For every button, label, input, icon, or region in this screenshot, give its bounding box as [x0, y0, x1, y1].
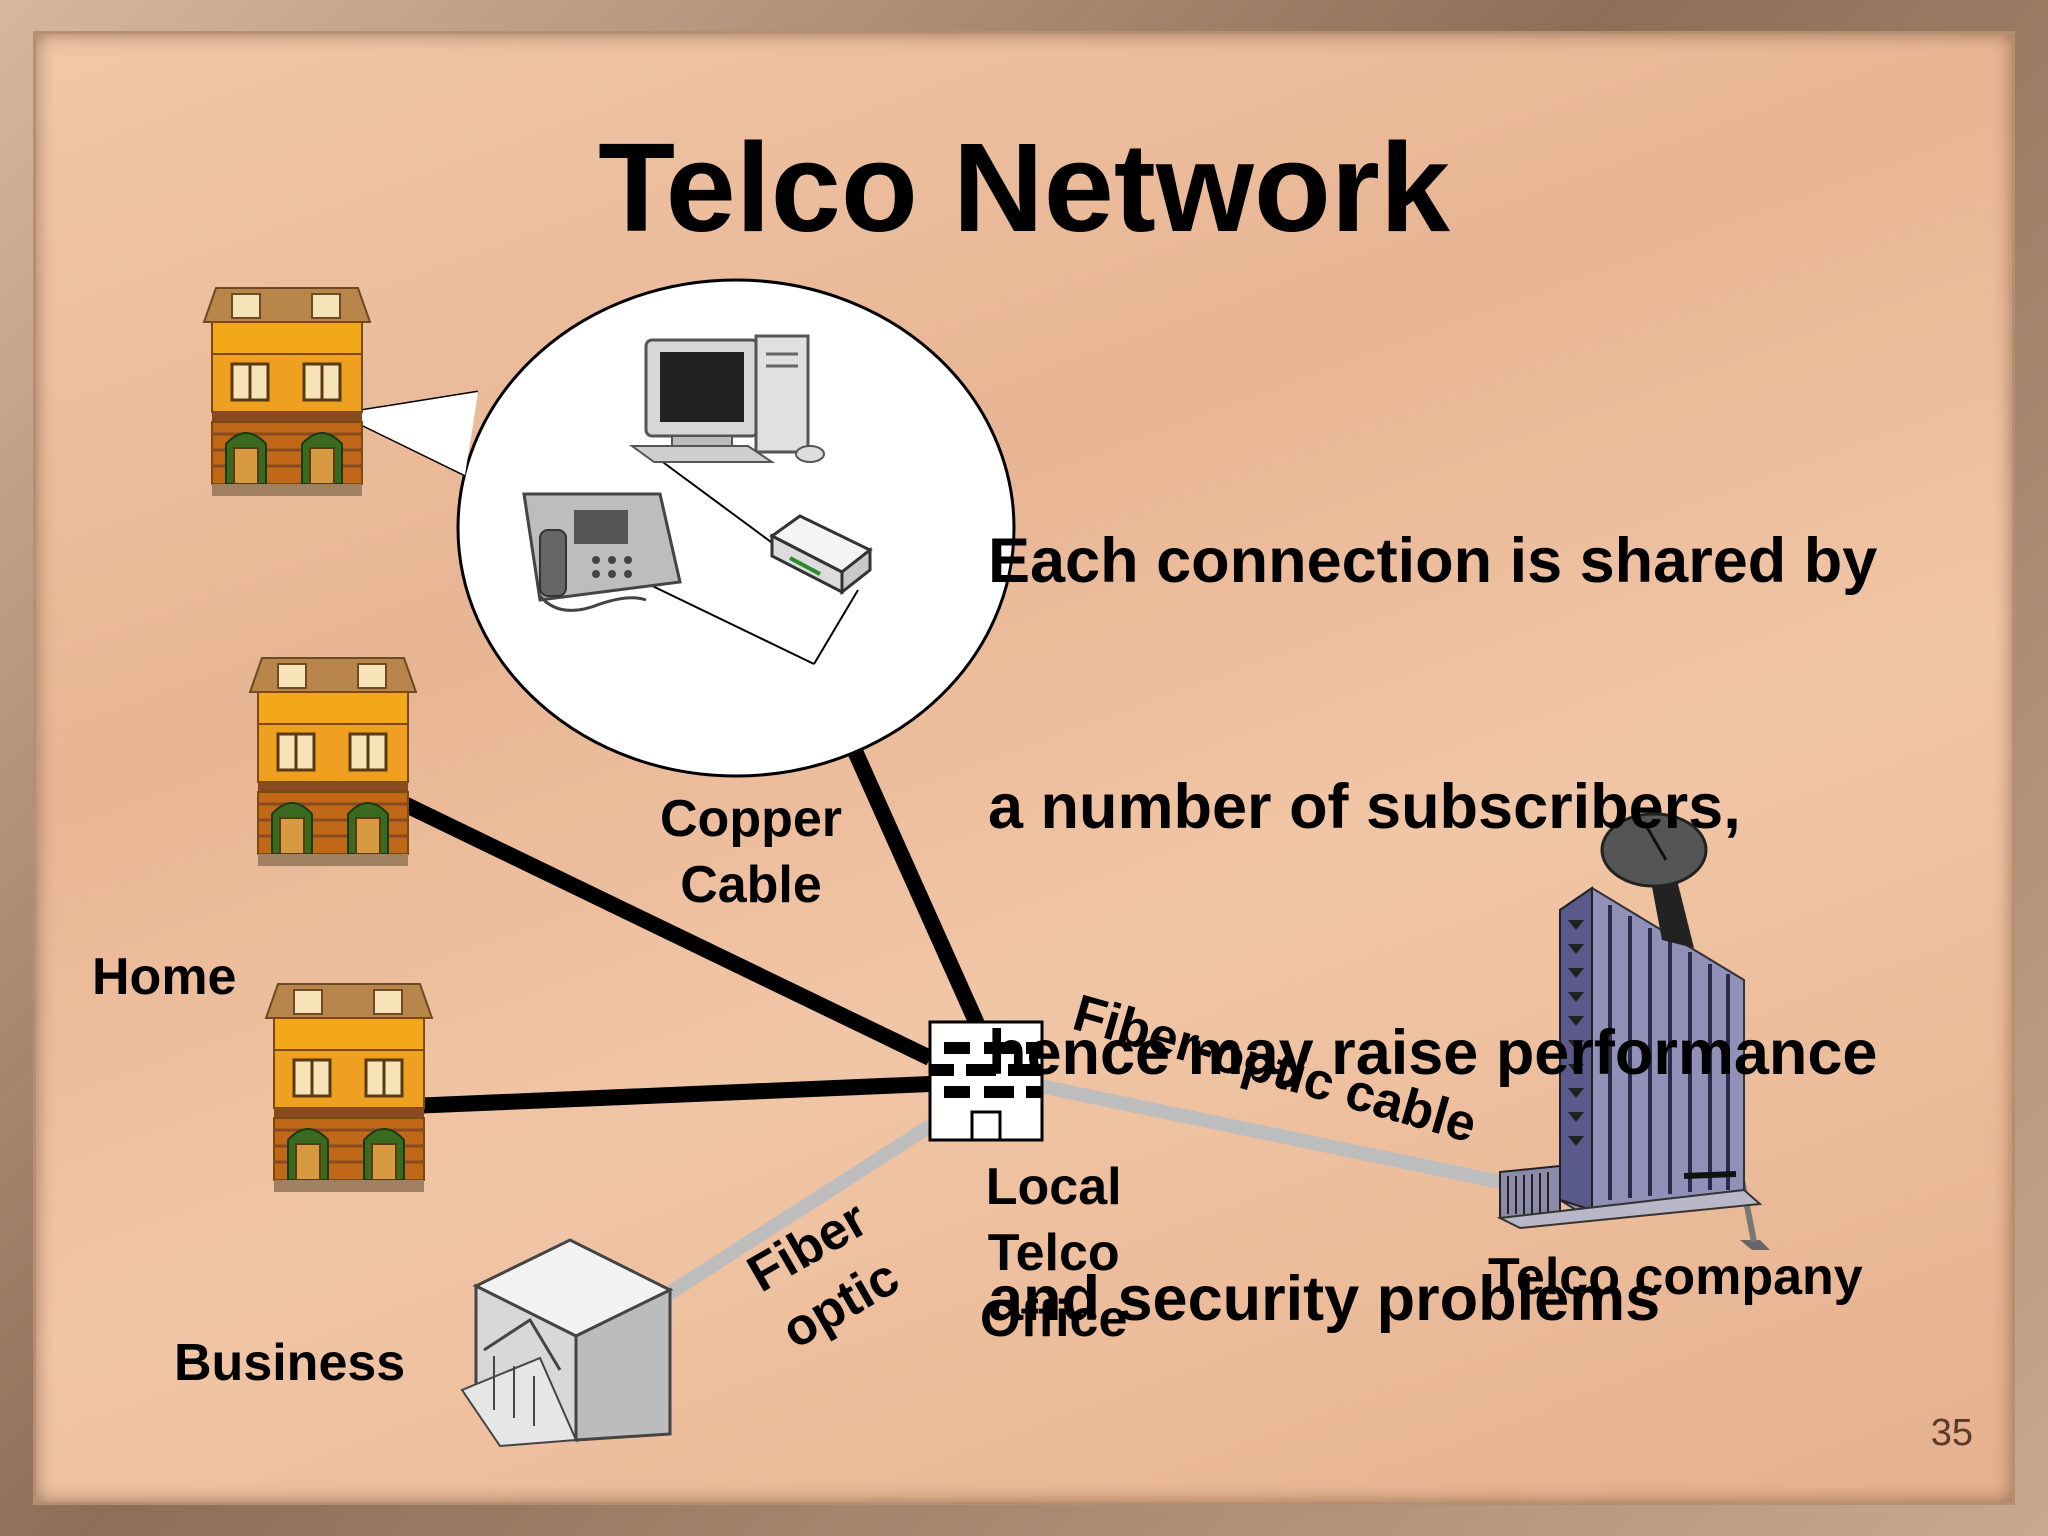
copper-cable-label: Copper Cable — [660, 790, 842, 914]
house-icon-2 — [248, 656, 418, 868]
house-icon-3 — [264, 982, 434, 1194]
callout-bubble — [335, 278, 1016, 778]
note-text: Each connection is shared by a number of… — [988, 356, 1877, 1504]
note-line: hence may raise performance — [988, 1018, 1878, 1088]
fiber-link-company — [1038, 1079, 1512, 1191]
local-telco-office-label: Local Telco Office — [980, 1158, 1128, 1348]
fiber-link-business — [661, 1120, 934, 1302]
business-building-icon — [460, 1238, 674, 1448]
skyscraper-icon — [1496, 886, 1770, 1250]
phone-icon — [522, 492, 682, 612]
note-line: and security problems — [988, 1264, 1661, 1334]
page-number: 35 — [1930, 1412, 1973, 1454]
copper-link-home3 — [409, 1076, 931, 1114]
slide-title: Telco Network — [598, 117, 1450, 258]
copper-link-home2 — [392, 792, 934, 1066]
house-icon-1 — [202, 286, 372, 498]
office-building-icon — [928, 1020, 1044, 1142]
telco-company-label: Telco company — [1488, 1248, 1863, 1306]
note-line: Each connection is shared by — [988, 526, 1878, 596]
computer-icon — [628, 334, 825, 463]
modem-icon — [769, 514, 873, 596]
note-line: a number of subscribers, — [988, 772, 1741, 842]
home-label: Home — [92, 948, 237, 1006]
business-label: Business — [174, 1334, 406, 1392]
satellite-dish-icon — [1600, 812, 1708, 948]
